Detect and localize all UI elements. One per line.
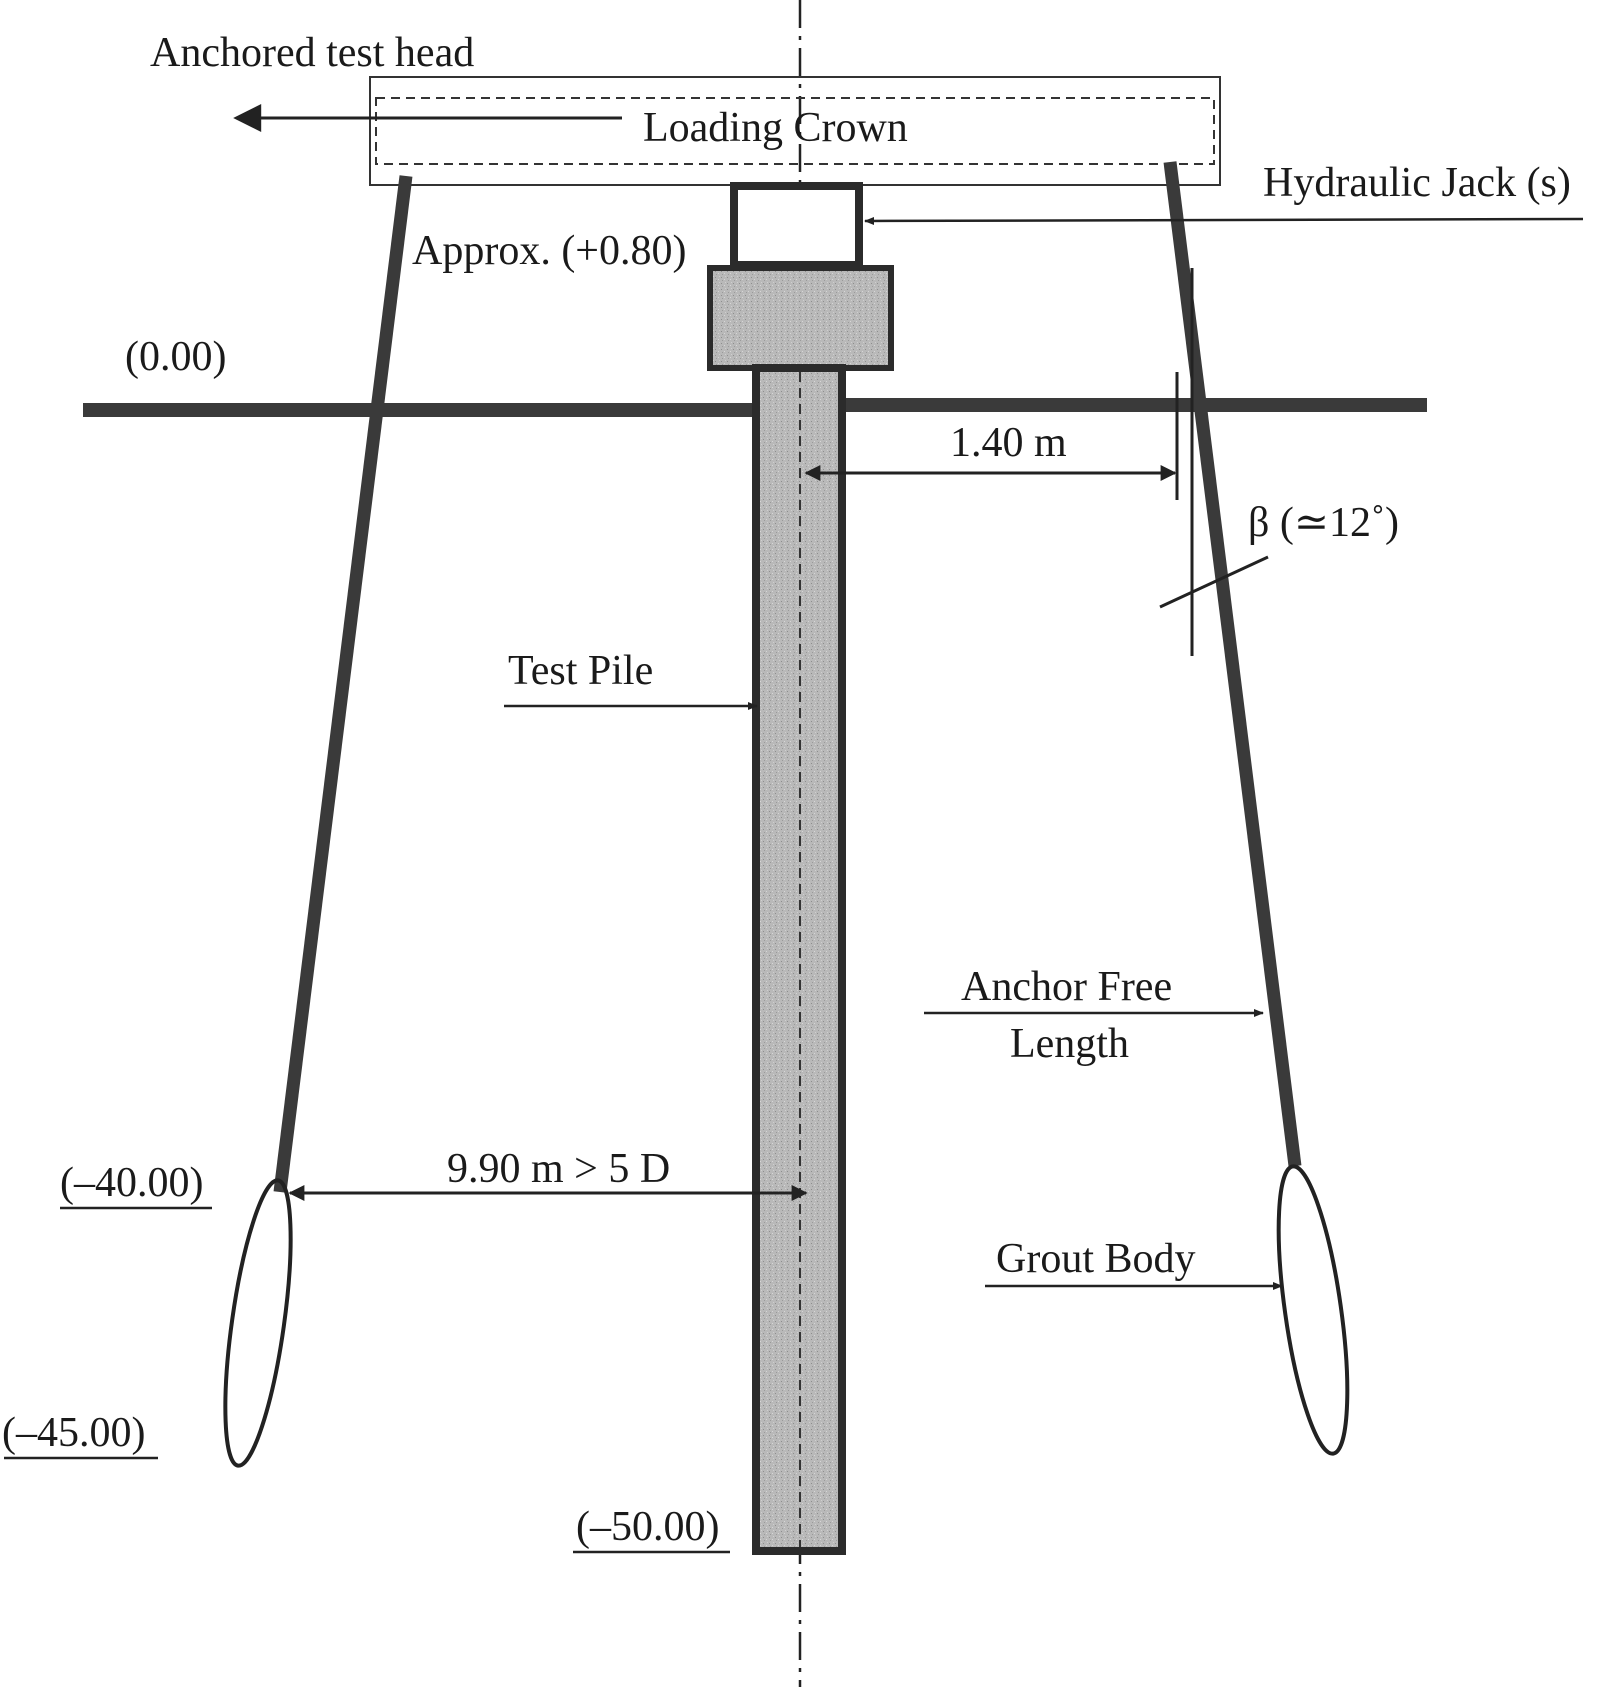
hydraulic-jack-leader bbox=[864, 216, 1584, 225]
level-minus-40-label: (–40.00) bbox=[60, 1160, 203, 1206]
test-pile-label: Test Pile bbox=[508, 648, 653, 694]
approx-level-label: Approx. (+0.80) bbox=[412, 228, 686, 274]
angle-label: β (≃12˚) bbox=[1248, 500, 1399, 546]
left-grout-body bbox=[223, 1178, 293, 1468]
ground-line bbox=[83, 398, 1427, 417]
anchor-free-length-label-line-2: Length bbox=[1010, 1021, 1129, 1067]
hydraulic-jack bbox=[730, 182, 863, 269]
grout-body-label: Grout Body bbox=[996, 1236, 1196, 1282]
pile-cap bbox=[707, 265, 894, 371]
right-anchor-rod bbox=[1163, 161, 1302, 1167]
hydraulic-jack-label: Hydraulic Jack (s) bbox=[1263, 160, 1571, 206]
level-minus-45-label: (–45.00) bbox=[2, 1410, 145, 1456]
loading-crown-label: Loading Crown bbox=[643, 105, 908, 151]
angle-construction bbox=[1159, 268, 1269, 656]
right-grout-body bbox=[1276, 1164, 1350, 1456]
left-anchor-rod bbox=[273, 175, 413, 1193]
ground-level-label: (0.00) bbox=[125, 334, 226, 380]
spacing-bottom-label: 9.90 m > 5 D bbox=[447, 1146, 670, 1192]
anchor-free-length-label-line-1: Anchor Free bbox=[961, 964, 1172, 1010]
spacing-top-label: 1.40 m bbox=[950, 420, 1067, 466]
level-minus-50-label: (–50.00) bbox=[576, 1504, 719, 1550]
anchored-test-head-label: Anchored test head bbox=[150, 30, 474, 76]
